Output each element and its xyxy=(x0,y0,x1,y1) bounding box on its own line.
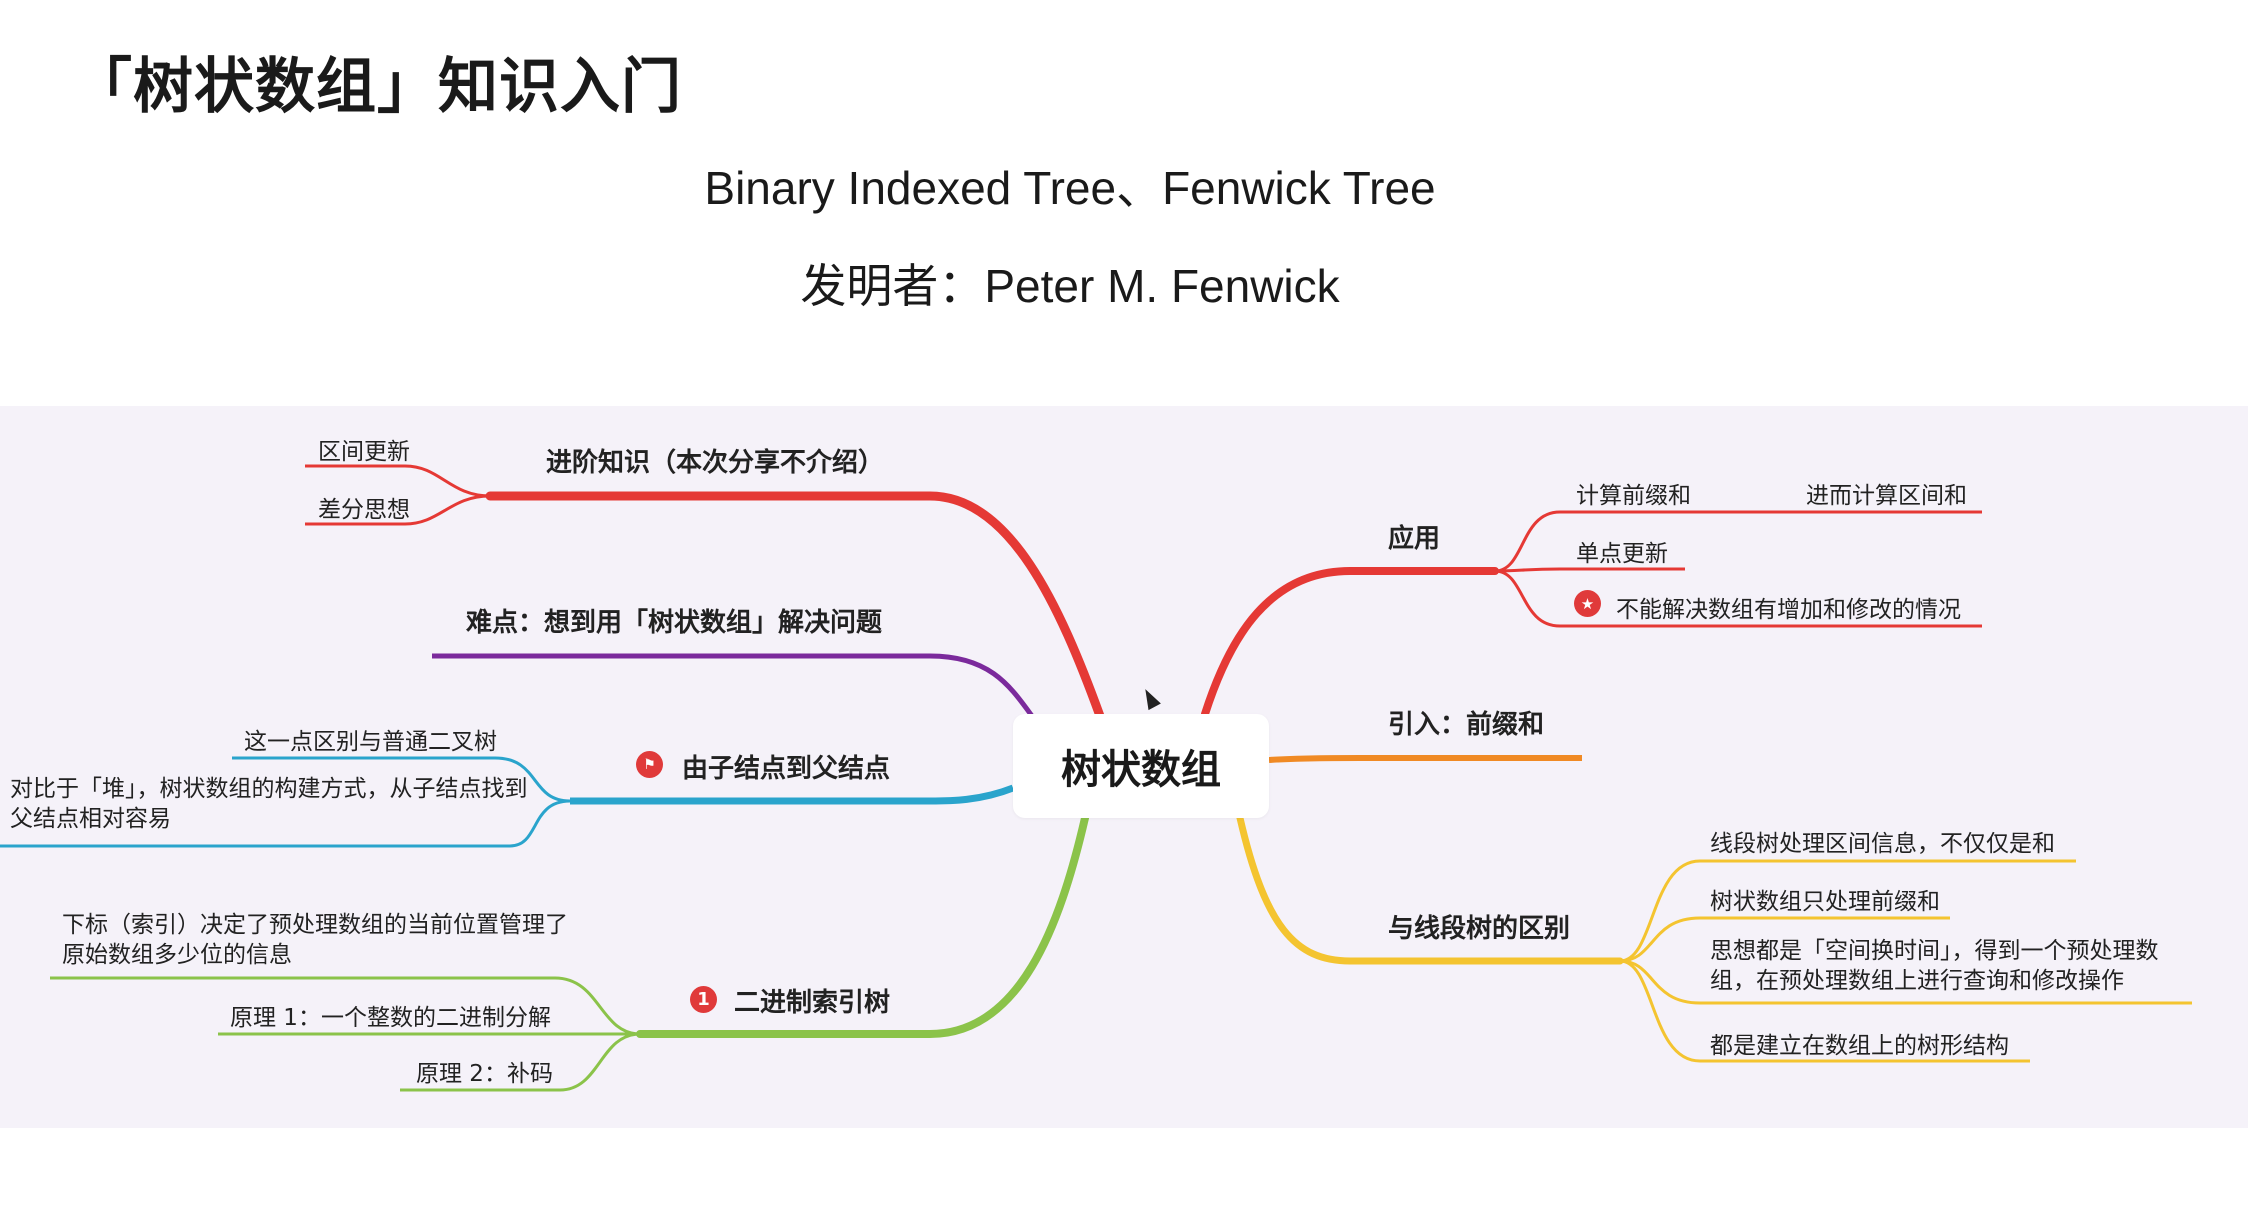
node-diff-binary-tree[interactable]: 这一点区别与普通二叉树 xyxy=(244,729,497,755)
connector-binary-tree-sub xyxy=(400,1032,641,1092)
inventor-line: 发明者：Peter M. Fenwick xyxy=(800,260,1340,312)
node-range-sum[interactable]: 进而计算区间和 xyxy=(1806,483,1967,509)
slide-title: 「树状数组」知识入门 xyxy=(72,52,682,122)
branch-advanced[interactable]: 进阶知识（本次分享不介绍） xyxy=(546,448,885,478)
central-topic[interactable]: 树状数组 xyxy=(1013,714,1269,818)
connector-application xyxy=(1201,567,1499,718)
flag-icon: ⚑ xyxy=(636,751,663,778)
node-space-for-time[interactable]: 思想都是「空间换时间」，得到一个预处理数组，在预处理数组上进行查询和修改操作 xyxy=(1710,938,2159,994)
node-principle-2[interactable]: 原理 2：补码 xyxy=(416,1061,553,1087)
connector-binary-tree xyxy=(636,814,1089,1038)
node-range-update[interactable]: 区间更新 xyxy=(318,439,410,465)
node-heap-compare[interactable]: 对比于「堆」，树状数组的构建方式，从子结点找到父结点相对容易 xyxy=(10,776,528,832)
node-difference-idea[interactable]: 差分思想 xyxy=(318,497,410,523)
node-index-meaning[interactable]: 下标（索引）决定了预处理数组的当前位置管理了原始数组多少位的信息 xyxy=(62,912,568,968)
connector-vs-segment-sub xyxy=(1619,859,2076,963)
connector-intro xyxy=(1268,755,1582,763)
connector-binary-tree-sub xyxy=(50,976,641,1036)
mind-map-canvas: 树状数组 进阶知识（本次分享不介绍） 区间更新 差分思想 难点：想到用「树状数组… xyxy=(0,406,2248,1128)
connector-vs-segment xyxy=(1236,814,1624,965)
slide-subtitle: Binary Indexed Tree、Fenwick Tree xyxy=(704,162,1436,214)
connector-vs-segment-sub xyxy=(1619,916,1950,963)
branch-intro[interactable]: 引入：前缀和 xyxy=(1388,710,1545,740)
connector-child-parent-sub xyxy=(232,756,571,803)
node-bit-prefix-only[interactable]: 树状数组只处理前缀和 xyxy=(1710,889,1940,915)
node-limitation[interactable]: 不能解决数组有增加和修改的情况 xyxy=(1616,597,1961,623)
connector-application-sub xyxy=(1494,567,1685,573)
connector-advanced-sub xyxy=(305,494,491,526)
connector-application-sub xyxy=(1494,569,1982,628)
connector-child-parent-sub xyxy=(0,799,571,848)
star-icon: ★ xyxy=(1574,590,1601,617)
number-one-icon: 1 xyxy=(690,986,717,1013)
mind-map-connectors xyxy=(0,464,2192,1092)
connector-application-sub xyxy=(1494,510,1982,573)
node-principle-1[interactable]: 原理 1：一个整数的二进制分解 xyxy=(230,1005,551,1031)
node-array-tree-structure[interactable]: 都是建立在数组上的树形结构 xyxy=(1710,1033,2009,1059)
connector-difficulty xyxy=(432,653,1035,718)
node-point-update[interactable]: 单点更新 xyxy=(1576,541,1668,567)
branch-vs-segment-tree[interactable]: 与线段树的区别 xyxy=(1388,914,1571,944)
connector-advanced xyxy=(485,491,1105,721)
connector-child-parent xyxy=(570,784,1015,805)
branch-child-to-parent[interactable]: 由子结点到父结点 xyxy=(682,754,891,784)
connector-vs-segment-sub xyxy=(1619,959,2030,1063)
connector-vs-segment-sub xyxy=(1619,959,2192,1005)
node-prefix-sum[interactable]: 计算前缀和 xyxy=(1576,483,1691,509)
branch-binary-index-tree[interactable]: 二进制索引树 xyxy=(734,988,891,1018)
connector-advanced-sub xyxy=(305,464,491,498)
branch-difficulty[interactable]: 难点：想到用「树状数组」解决问题 xyxy=(466,608,883,638)
branch-application[interactable]: 应用 xyxy=(1388,524,1441,554)
node-segment-tree-info[interactable]: 线段树处理区间信息，不仅仅是和 xyxy=(1710,831,2055,857)
